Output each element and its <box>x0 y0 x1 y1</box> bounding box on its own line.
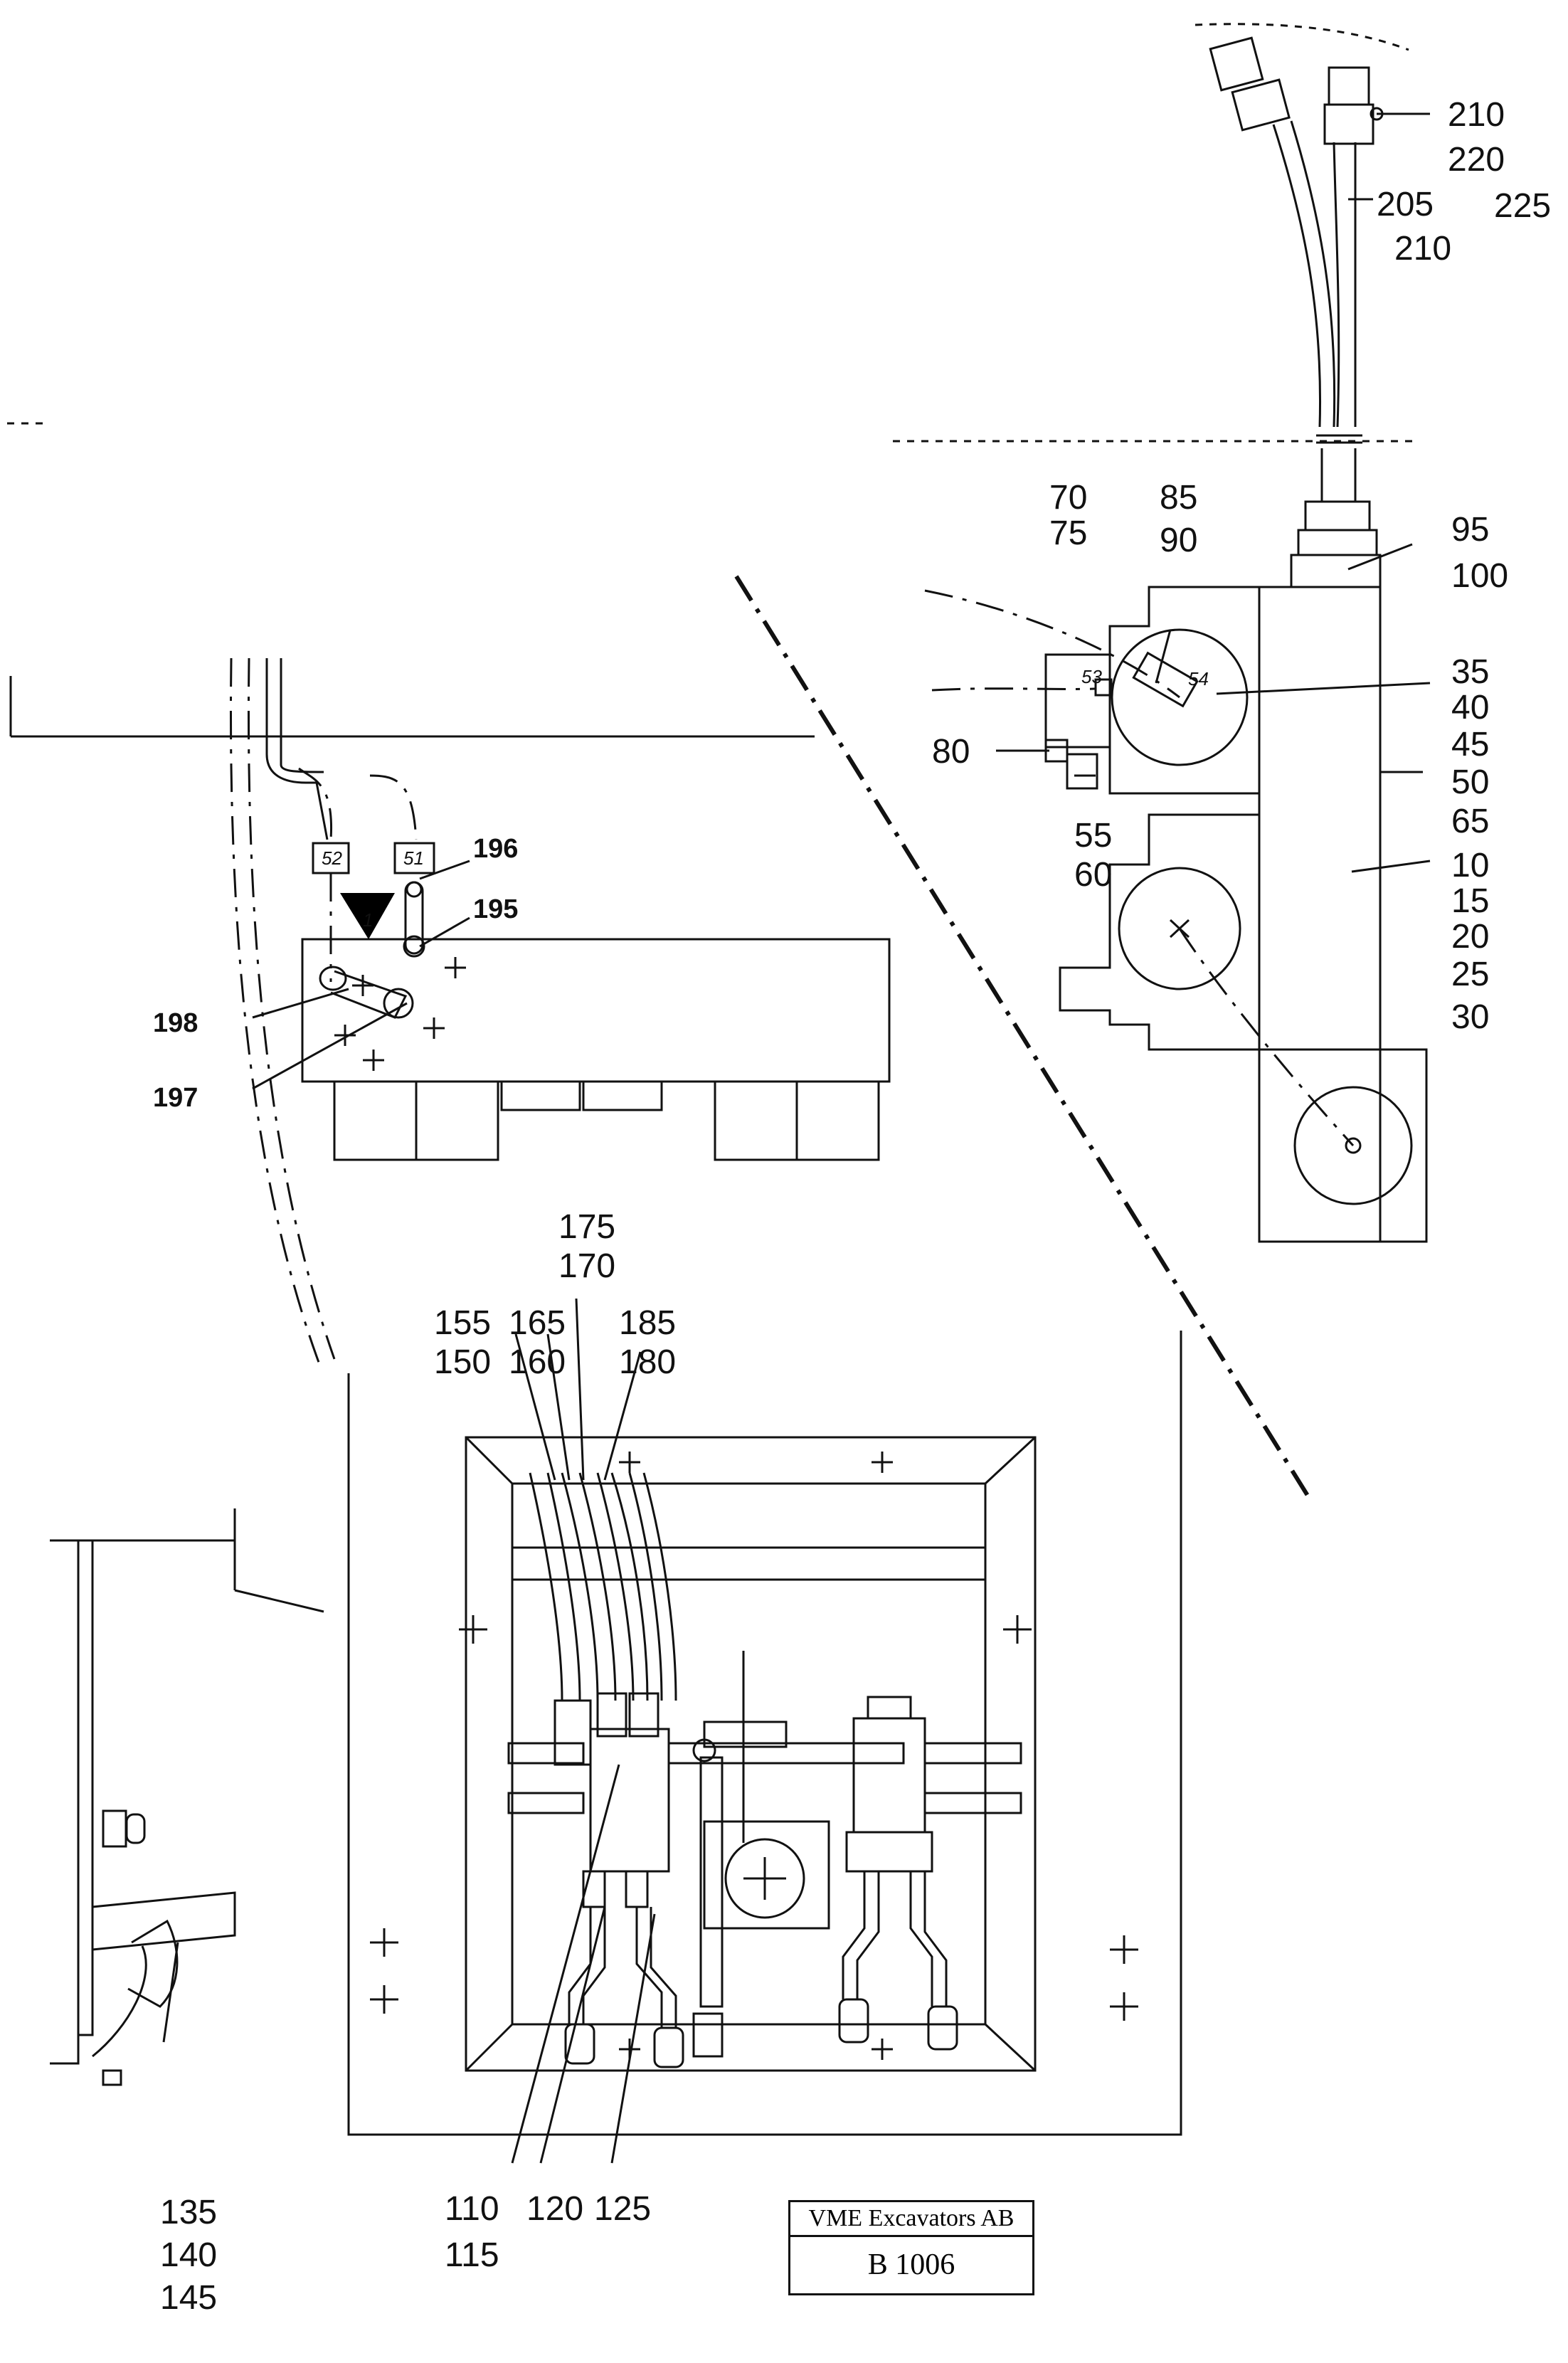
callout-195: 195 <box>473 894 518 924</box>
callout-185: 185 <box>619 1304 676 1342</box>
callout-10: 10 <box>1451 847 1489 884</box>
title-block: VME Excavators AB B 1006 <box>788 2200 1034 2295</box>
callout-150: 150 <box>434 1343 491 1381</box>
callout-45: 45 <box>1451 726 1489 763</box>
callout-95: 95 <box>1451 511 1489 549</box>
callout-40: 40 <box>1451 689 1489 726</box>
control-unit <box>9 657 891 1367</box>
callout-120: 120 <box>526 2190 583 2228</box>
callout-100: 100 <box>1451 557 1508 595</box>
callout-198: 198 <box>153 1008 198 1038</box>
callout-115: 115 <box>445 2236 499 2274</box>
callout-70: 70 <box>1049 479 1087 517</box>
callout-125: 125 <box>594 2190 651 2228</box>
callout-75: 75 <box>1049 514 1087 552</box>
callouts: 210 220 225 205 210 70 75 85 90 95 100 3… <box>153 96 1551 2317</box>
callout-135: 135 <box>160 2194 217 2231</box>
tag-1: 1 <box>363 909 373 931</box>
callout-30: 30 <box>1451 998 1489 1036</box>
hose-assembly <box>1209 36 1384 588</box>
callout-196: 196 <box>473 834 518 864</box>
tag-52: 52 <box>322 847 342 869</box>
callout-175: 175 <box>558 1208 615 1246</box>
main-frame <box>347 1331 1182 2136</box>
tag-51: 51 <box>403 847 424 869</box>
callout-165: 165 <box>509 1304 566 1342</box>
callout-170: 170 <box>558 1247 615 1285</box>
leader-lines <box>162 112 1431 2164</box>
callout-155: 155 <box>434 1304 491 1342</box>
company-name: VME Excavators AB <box>790 2202 1032 2237</box>
callout-210: 210 <box>1448 96 1505 134</box>
callout-205: 205 <box>1377 186 1434 223</box>
callout-90: 90 <box>1160 522 1197 559</box>
callout-220: 220 <box>1448 141 1505 179</box>
tags: 52 51 1 53 54 <box>322 666 1209 931</box>
tag-53: 53 <box>1081 666 1102 687</box>
callout-20: 20 <box>1451 918 1489 956</box>
callout-60: 60 <box>1074 856 1112 894</box>
callout-160: 160 <box>509 1343 566 1381</box>
callout-140: 140 <box>160 2236 217 2274</box>
callout-225: 225 <box>1494 187 1551 225</box>
callout-110: 110 <box>445 2190 499 2228</box>
callout-15: 15 <box>1451 882 1489 920</box>
drawing-number: B 1006 <box>867 2248 955 2281</box>
callout-25: 25 <box>1451 956 1489 993</box>
side-bracket <box>50 1508 324 2086</box>
callout-210b: 210 <box>1394 230 1451 268</box>
callout-55: 55 <box>1074 817 1112 855</box>
valve-block <box>924 586 1428 1243</box>
callout-180: 180 <box>619 1343 676 1381</box>
tag-54: 54 <box>1188 668 1209 689</box>
callout-197: 197 <box>153 1083 198 1113</box>
callout-35: 35 <box>1451 653 1489 691</box>
callout-65: 65 <box>1451 803 1489 840</box>
callout-85: 85 <box>1160 479 1197 517</box>
callout-80: 80 <box>932 733 970 771</box>
callout-145: 145 <box>160 2279 217 2317</box>
callout-50: 50 <box>1451 763 1489 801</box>
